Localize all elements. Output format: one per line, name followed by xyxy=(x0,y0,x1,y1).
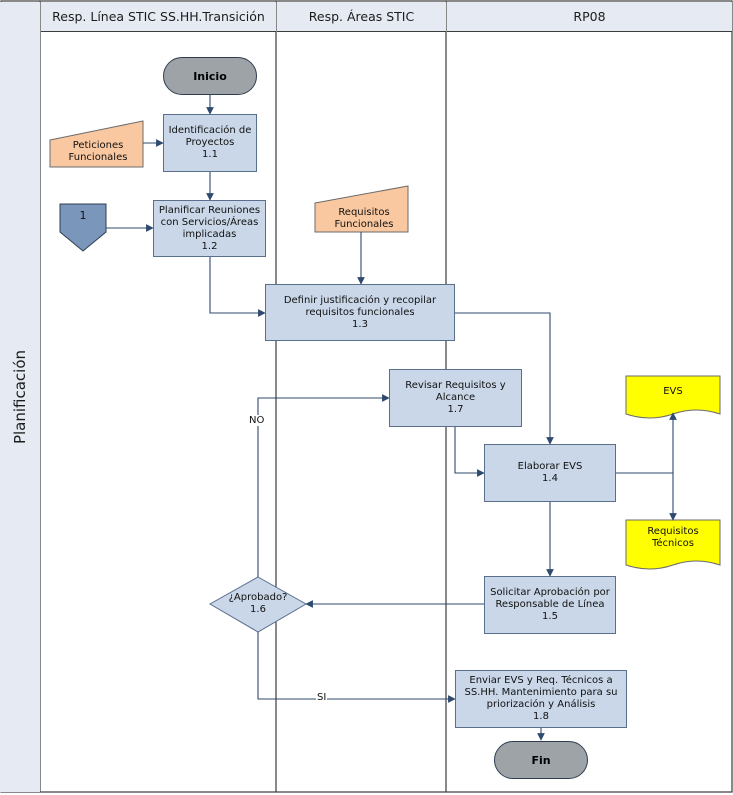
process-1-2-num: 1.2 xyxy=(201,240,218,252)
decision-1-6-num: 1.6 xyxy=(250,604,266,615)
process-1-1: Identificación de Proyectos 1.1 xyxy=(163,114,257,172)
end-terminal: Fin xyxy=(494,741,588,779)
connector-text: 1 xyxy=(79,209,87,222)
edge-17-14 xyxy=(454,427,485,477)
edge-label-si: SI xyxy=(316,692,328,703)
evs-doc-text: EVS xyxy=(663,386,683,397)
edge-13-14 xyxy=(455,312,554,445)
lane-header-1: Resp. Línea STIC SS.HH.Transición xyxy=(41,2,276,32)
process-1-2: Planificar Reuniones con Servicios/Áreas… xyxy=(153,200,266,257)
peticiones-text: Peticiones Funcionales xyxy=(68,140,128,163)
process-1-5: Solicitar Aprobación por Responsable de … xyxy=(484,576,616,634)
process-1-8-num: 1.8 xyxy=(533,711,549,722)
process-1-4: Elaborar EVS 1.4 xyxy=(484,444,616,502)
lane-header-3: RP08 xyxy=(447,2,732,32)
process-1-3-title: Definir justificación y recopilar requis… xyxy=(283,294,437,318)
lane-header-2: Resp. Áreas STIC xyxy=(277,2,446,32)
decision-1-6-title: ¿Aprobado? xyxy=(228,592,288,603)
start-terminal: Inicio xyxy=(163,57,257,95)
process-1-1-title: Identificación de Proyectos xyxy=(168,125,252,148)
process-1-7-num: 1.7 xyxy=(447,404,464,415)
edge-label-no: NO xyxy=(248,415,266,426)
lane-side-label: Planificación xyxy=(0,2,40,792)
process-1-7-title: Revisar Requisitos y Alcance xyxy=(405,380,506,403)
manual-input-requisitos xyxy=(314,185,409,233)
edge-16-17-no xyxy=(257,394,390,577)
process-1-3: Definir justificación y recopilar requis… xyxy=(265,284,455,341)
manual-input-peticiones xyxy=(49,120,144,168)
offpage-connector xyxy=(59,203,107,252)
process-1-8: Enviar EVS y Req. Técnicos a SS.HH. Mant… xyxy=(455,670,627,728)
process-1-8-title: Enviar EVS y Req. Técnicos a SS.HH. Mant… xyxy=(464,675,618,710)
decision-1-6-text: ¿Aprobado? 1.6 xyxy=(218,592,298,616)
process-1-5-title: Solicitar Aprobación por Responsable de … xyxy=(490,587,610,610)
process-1-2-title: Planificar Reuniones con Servicios/Áreas… xyxy=(158,204,261,240)
edge-14-evs xyxy=(616,412,677,474)
process-1-4-title: Elaborar EVS xyxy=(517,461,583,472)
edge-12-13 xyxy=(209,257,266,317)
requisitos-tecnicos-text: Requisitos Técnicos xyxy=(647,526,699,549)
edge-16-18-si xyxy=(257,632,456,703)
process-1-4-num: 1.4 xyxy=(542,473,558,484)
process-1-5-num: 1.5 xyxy=(542,611,558,622)
requisitos-funcionales-text: Requisitos Funcionales xyxy=(334,207,394,230)
process-1-3-num: 1.3 xyxy=(352,318,368,330)
document-requisitos-tecnicos xyxy=(625,519,721,570)
process-1-7: Revisar Requisitos y Alcance 1.7 xyxy=(389,369,522,427)
process-1-1-num: 1.1 xyxy=(202,149,218,160)
edge-14-reqtec xyxy=(616,472,677,521)
